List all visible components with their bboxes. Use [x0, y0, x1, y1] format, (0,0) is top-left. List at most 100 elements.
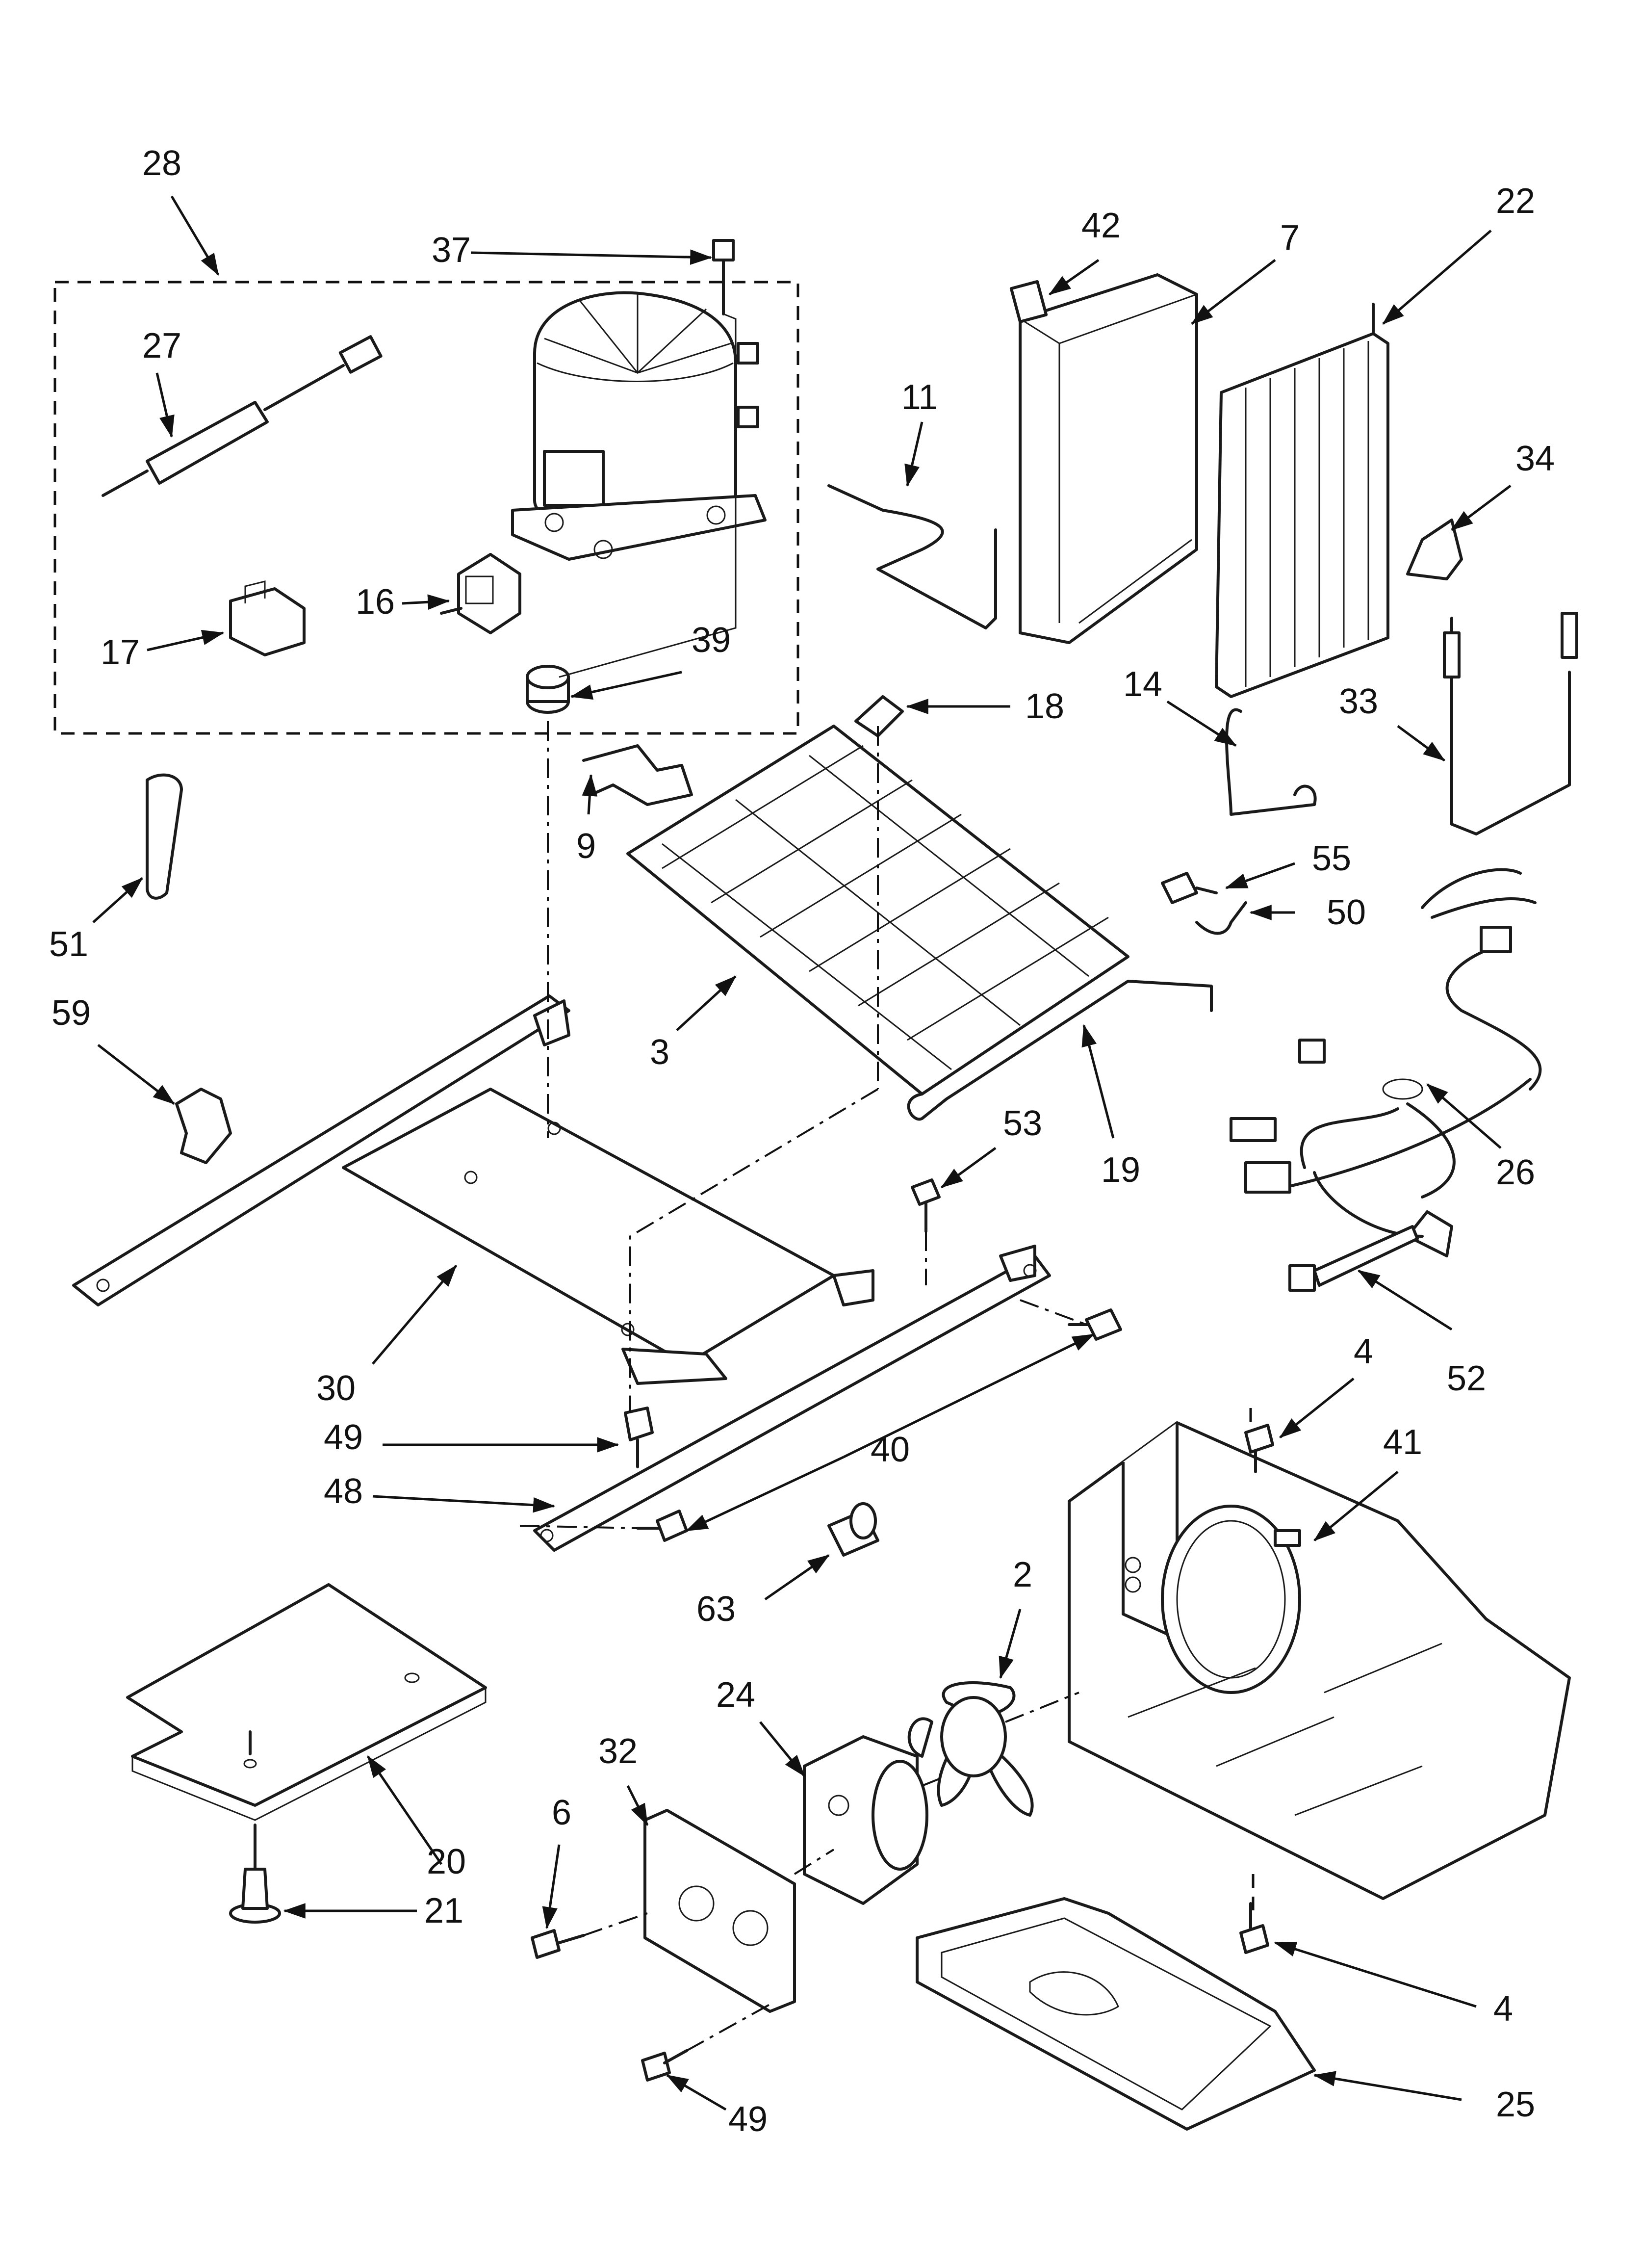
condenser-shroud-7 [1019, 273, 1198, 644]
callout-21: 21 [424, 1891, 463, 1930]
clip-42 [1009, 280, 1048, 323]
leader-22 [1382, 230, 1492, 325]
leader-39 [570, 671, 682, 700]
leader-25 [1313, 2071, 1462, 2101]
leader-55 [1225, 862, 1295, 889]
drain-pan-25 [916, 1897, 1316, 2131]
leader-9 [582, 774, 598, 815]
screw-49b [641, 2049, 688, 2082]
callout-55: 55 [1312, 839, 1351, 878]
callout-20: 20 [427, 1842, 466, 1881]
callout-22: 22 [1496, 182, 1535, 221]
callout-59: 59 [51, 993, 91, 1033]
leader-63 [764, 1554, 830, 1601]
callout-41: 41 [1383, 1423, 1422, 1462]
alignment-line-bracket [629, 1088, 879, 1413]
callout-24: 24 [716, 1675, 755, 1715]
rail-48 [533, 1245, 1051, 1552]
leader-4b [1274, 1941, 1477, 2008]
callout-39: 39 [692, 621, 731, 660]
fan-motor-24 [803, 1735, 947, 1905]
alignment-line-compressor-mount [559, 313, 737, 678]
bolt-37 [712, 239, 735, 315]
alignment-line-screw-49b [686, 2001, 775, 2052]
leader-40a [843, 1333, 1095, 1459]
callout-27: 27 [142, 326, 181, 365]
clip-18 [854, 695, 904, 737]
wire-harness-26 [1230, 868, 1542, 1257]
screw-4b [1239, 1902, 1269, 1954]
screw-40 [636, 1308, 1122, 1542]
callout-9: 9 [576, 827, 596, 866]
callout-4a: 4 [1354, 1332, 1373, 1371]
callout-40: 40 [871, 1430, 910, 1469]
evaporator-3 [626, 725, 1129, 1095]
hose-51 [146, 773, 183, 900]
frame-rails-30 [72, 994, 874, 1385]
leader-11 [904, 421, 924, 487]
tube-19 [907, 980, 1213, 1121]
leader-16 [402, 594, 450, 610]
leader-6 [542, 1844, 561, 1929]
cover-panel-20 [126, 1583, 487, 1821]
leader-2 [999, 1609, 1022, 1679]
callout-33: 33 [1339, 682, 1378, 721]
leader-14 [1166, 700, 1237, 747]
compressor-kit-dashed-box [53, 281, 799, 735]
callout-28: 28 [142, 144, 181, 183]
leader-40b [685, 1456, 845, 1532]
leader-24 [759, 1721, 805, 1777]
callout-18: 18 [1025, 687, 1064, 726]
screw-4a [1244, 1424, 1274, 1473]
fan-blade-2 [907, 1681, 1079, 1817]
callout-25: 25 [1496, 2085, 1535, 2124]
leader-34 [1451, 485, 1512, 531]
tube-11 [827, 484, 997, 629]
bracket-34 [1406, 519, 1463, 580]
clip-50 [1195, 901, 1247, 935]
leader-42 [1049, 259, 1100, 296]
leader-51 [92, 877, 143, 923]
tube-14 [1225, 708, 1317, 816]
leader-59 [97, 1044, 175, 1105]
base-41 [1068, 1408, 1571, 1913]
leader-19 [1081, 1024, 1115, 1139]
clip-9 [582, 744, 693, 806]
callout-49a: 49 [324, 1418, 363, 1457]
leader-17 [147, 630, 225, 652]
callout-48: 48 [324, 1472, 363, 1511]
leader-27 [155, 372, 175, 438]
cable-tie-52 [1288, 1225, 1419, 1292]
callout-3: 3 [650, 1033, 669, 1072]
callout-30: 30 [316, 1369, 356, 1408]
overload-17 [229, 580, 306, 656]
callout-11: 11 [901, 378, 938, 417]
foot-21 [229, 1824, 281, 1924]
screw-6 [531, 1929, 585, 1959]
leader-53 [941, 1147, 997, 1189]
callout-51: 51 [49, 925, 88, 964]
callout-26: 26 [1496, 1153, 1535, 1192]
callout-37: 37 [432, 231, 471, 270]
leader-20 [366, 1755, 443, 1865]
alignment-line-motor [794, 1849, 835, 1875]
leader-28 [170, 195, 220, 276]
alignment-line-screw-40 [1020, 1299, 1087, 1326]
leader-49b [666, 2074, 727, 2111]
leader-33 [1397, 725, 1445, 762]
drain-tube-63 [827, 1502, 879, 1557]
screw-49a [624, 1407, 654, 1468]
callout-16: 16 [356, 582, 395, 622]
leader-52 [1358, 1269, 1453, 1331]
leader-7 [1191, 259, 1276, 325]
callout-49b: 49 [728, 2100, 768, 2139]
leader-32 [626, 1785, 649, 1826]
screw-53 [911, 1178, 941, 1233]
relay-16 [440, 553, 521, 634]
callout-52: 52 [1447, 1359, 1486, 1398]
compressor [511, 291, 767, 561]
callout-4b: 4 [1493, 1989, 1513, 2029]
grommet-39 [526, 665, 570, 714]
leader-4a [1279, 1378, 1355, 1438]
